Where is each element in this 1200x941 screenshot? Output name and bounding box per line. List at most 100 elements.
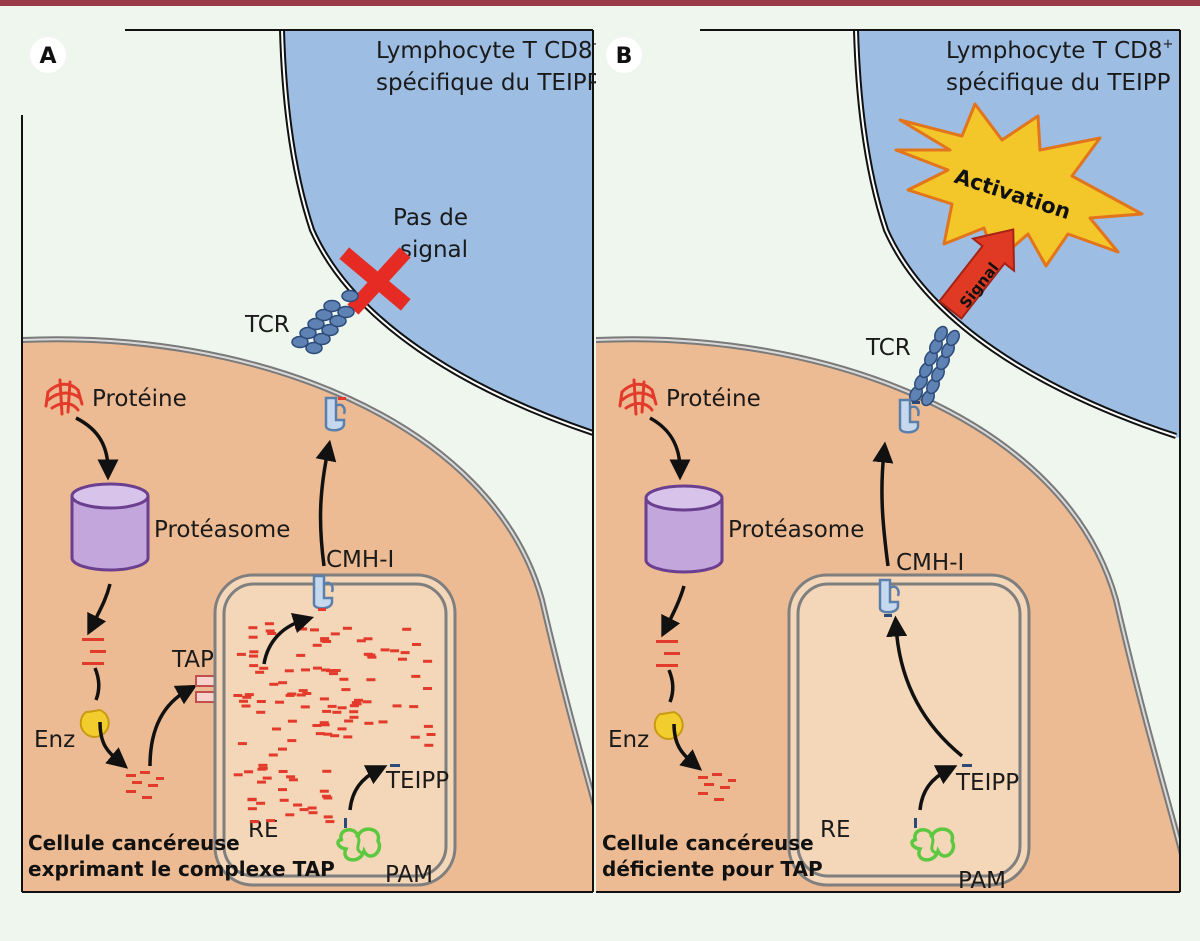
peptide-fragment	[323, 796, 333, 800]
protein-label: Protéine	[666, 386, 761, 412]
peptide-fragment	[319, 721, 329, 725]
pam-teipp-peptide	[914, 818, 917, 828]
tcell-label-line1: Lymphocyte T CD8+	[946, 37, 1173, 64]
peptide-fragment	[320, 723, 330, 727]
panel-a: A Lymphocyte T CD8+ spécifique du TEIPP …	[21, 29, 603, 893]
no-signal-cross-icon	[339, 247, 411, 315]
peptide-fragment	[256, 710, 266, 714]
peptide-fragment	[287, 719, 297, 723]
pam-label: PAM	[958, 868, 1006, 894]
peptide-fragment	[331, 669, 341, 672]
panel-letter-badge	[606, 37, 642, 73]
panel-letter: B	[616, 44, 633, 69]
peptide-fragment	[312, 643, 322, 647]
arrow-protein-to-proteasome	[649, 416, 691, 481]
peptide-fragment	[363, 652, 373, 656]
peptide-fragment	[242, 695, 252, 699]
peptide-fragment	[410, 735, 420, 739]
peptide-fragment	[390, 649, 400, 653]
peptide-fragment	[424, 743, 434, 747]
peptide-fragment	[269, 682, 279, 686]
tcr-label: TCR	[865, 335, 911, 361]
peptide-fragment	[332, 710, 342, 714]
peptide-fragment	[247, 807, 257, 811]
arrow-enzyme-to-cut-peptides	[672, 723, 703, 771]
tcell-label-line1: Lymphocyte T CD8+	[376, 37, 603, 64]
peptide-fragment	[343, 735, 353, 739]
peptide-fragment	[380, 648, 390, 652]
peptide-fragment	[337, 727, 347, 731]
peptide-fragment	[249, 820, 259, 824]
cell-label-line1: Cellule cancéreuse	[28, 831, 240, 855]
peptide-fragment	[248, 626, 258, 630]
arrow-peptides-to-mhc-er	[262, 612, 315, 665]
mhc-surface-teipp	[912, 401, 920, 404]
peptide-fragment	[288, 778, 298, 782]
peptide-fragment	[239, 699, 248, 703]
peptide-fragment	[249, 664, 259, 668]
peptide-fragment	[321, 668, 331, 672]
arrow-proteasome-to-peptides	[87, 583, 112, 636]
peptide-fragment	[319, 789, 329, 793]
short-peptides	[126, 771, 164, 799]
proteasome-label: Protéasome	[154, 517, 290, 543]
arrow-proteasome-to-peptides	[661, 585, 686, 638]
peptide-fragment	[298, 689, 308, 693]
peptide-fragment	[400, 651, 410, 655]
peptide-fragment	[233, 694, 243, 697]
peptide-fragment	[426, 733, 436, 736]
activation-burst-icon	[894, 102, 1144, 268]
peptide-fragment	[312, 724, 322, 727]
teipp-peptide	[390, 764, 400, 767]
long-peptides	[656, 640, 680, 667]
peptide-fragment	[256, 700, 266, 703]
peptide-fragment	[323, 732, 333, 736]
peptide-fragment	[300, 705, 310, 709]
peptide-fragment	[279, 798, 289, 802]
mhc-er-peptide	[318, 608, 326, 611]
peptide-fragment	[402, 627, 412, 631]
peptide-fragment	[259, 666, 269, 670]
short-peptides	[698, 773, 736, 801]
peptide-fragment	[320, 637, 330, 641]
peptide-fragment	[278, 788, 287, 792]
no-signal-line2: signal	[400, 237, 468, 263]
peptide-fragment	[258, 763, 268, 767]
proteasome-label: Protéasome	[728, 517, 864, 543]
peptide-fragment	[322, 794, 331, 798]
arrow-protein-to-proteasome	[75, 416, 119, 481]
peptide-fragment	[378, 720, 388, 724]
peptide-fragment	[362, 700, 372, 704]
peptide-fragment	[351, 701, 361, 705]
peptide-fragment	[249, 650, 259, 654]
top-bar	[0, 0, 1200, 6]
peptide-fragment	[275, 700, 284, 704]
peptide-fragment	[412, 643, 421, 646]
peptide-fragment	[319, 697, 329, 701]
arrow-mhc-to-surface	[872, 441, 894, 567]
peptide-fragment	[293, 803, 303, 807]
pam-label: PAM	[385, 862, 433, 888]
peptide-fragment	[322, 709, 332, 713]
peptide-fragment	[255, 670, 265, 674]
peptide-fragment	[287, 692, 297, 696]
peptide-fragment	[248, 635, 258, 639]
enzyme-icon	[653, 711, 684, 740]
enzyme-label: Enz	[608, 727, 649, 753]
peptide-fragment	[367, 655, 377, 659]
tcr-label: TCR	[244, 312, 290, 338]
panel-letter: A	[39, 44, 56, 69]
peptide-fragment	[320, 639, 330, 643]
peptide-cloud	[233, 622, 436, 824]
peptide-fragment	[329, 672, 338, 676]
tcell-label-line2: spécifique du TEIPP	[946, 70, 1171, 96]
arrow-mhc-to-surface	[315, 439, 337, 567]
cell-label-line2: exprimant le complexe TAP	[28, 857, 335, 881]
peptide-fragment	[423, 659, 433, 663]
peptide-fragment	[302, 692, 312, 695]
peptide-fragment	[354, 698, 363, 702]
signal-arrow-icon	[938, 228, 1016, 320]
peptide-fragment	[330, 734, 340, 738]
peptide-fragment	[266, 819, 276, 823]
